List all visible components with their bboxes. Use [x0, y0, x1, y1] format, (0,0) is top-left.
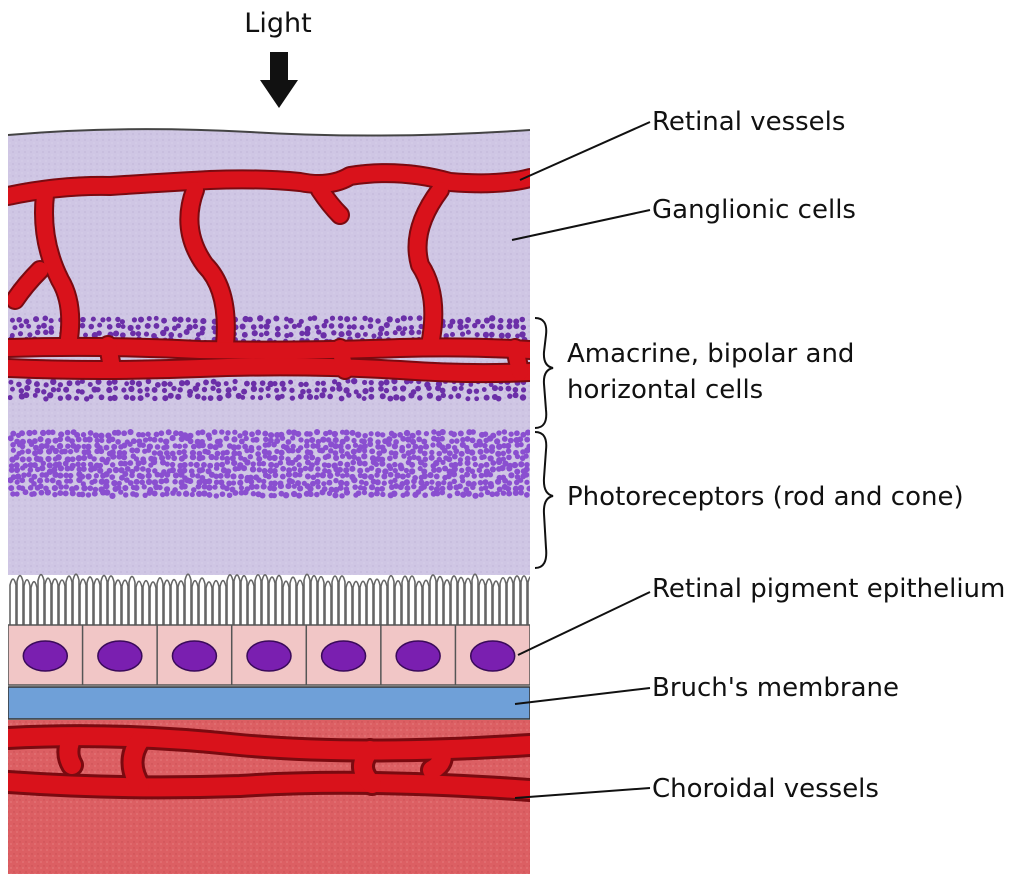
leader-ganglionic [512, 210, 650, 240]
photoreceptor-outer-segments [10, 574, 534, 625]
leader-rpe [518, 592, 650, 655]
label-amacrine-line1: Amacrine, bipolar and [567, 339, 854, 369]
label-retinal-vessels: Retinal vessels [652, 107, 845, 137]
brace-photoreceptors [535, 432, 553, 568]
photoreceptor-layer [7, 429, 532, 499]
brace-amacrine [535, 318, 553, 428]
label-bruch: Bruch's membrane [652, 673, 899, 703]
leader-choroidal [515, 788, 650, 798]
label-photoreceptors: Photoreceptors (rod and cone) [567, 482, 964, 512]
leader-bruch [515, 688, 650, 704]
label-amacrine-line2: horizontal cells [567, 375, 763, 405]
label-rpe: Retinal pigment epithelium [652, 574, 1005, 604]
leader-retinal-vessels [520, 122, 650, 180]
label-choroidal-vessels: Choroidal vessels [652, 774, 879, 804]
bruch-membrane-layer [8, 687, 530, 719]
label-ganglionic-cells: Ganglionic cells [652, 195, 856, 225]
light-label: Light [244, 8, 311, 39]
light-arrow-icon [260, 52, 298, 108]
